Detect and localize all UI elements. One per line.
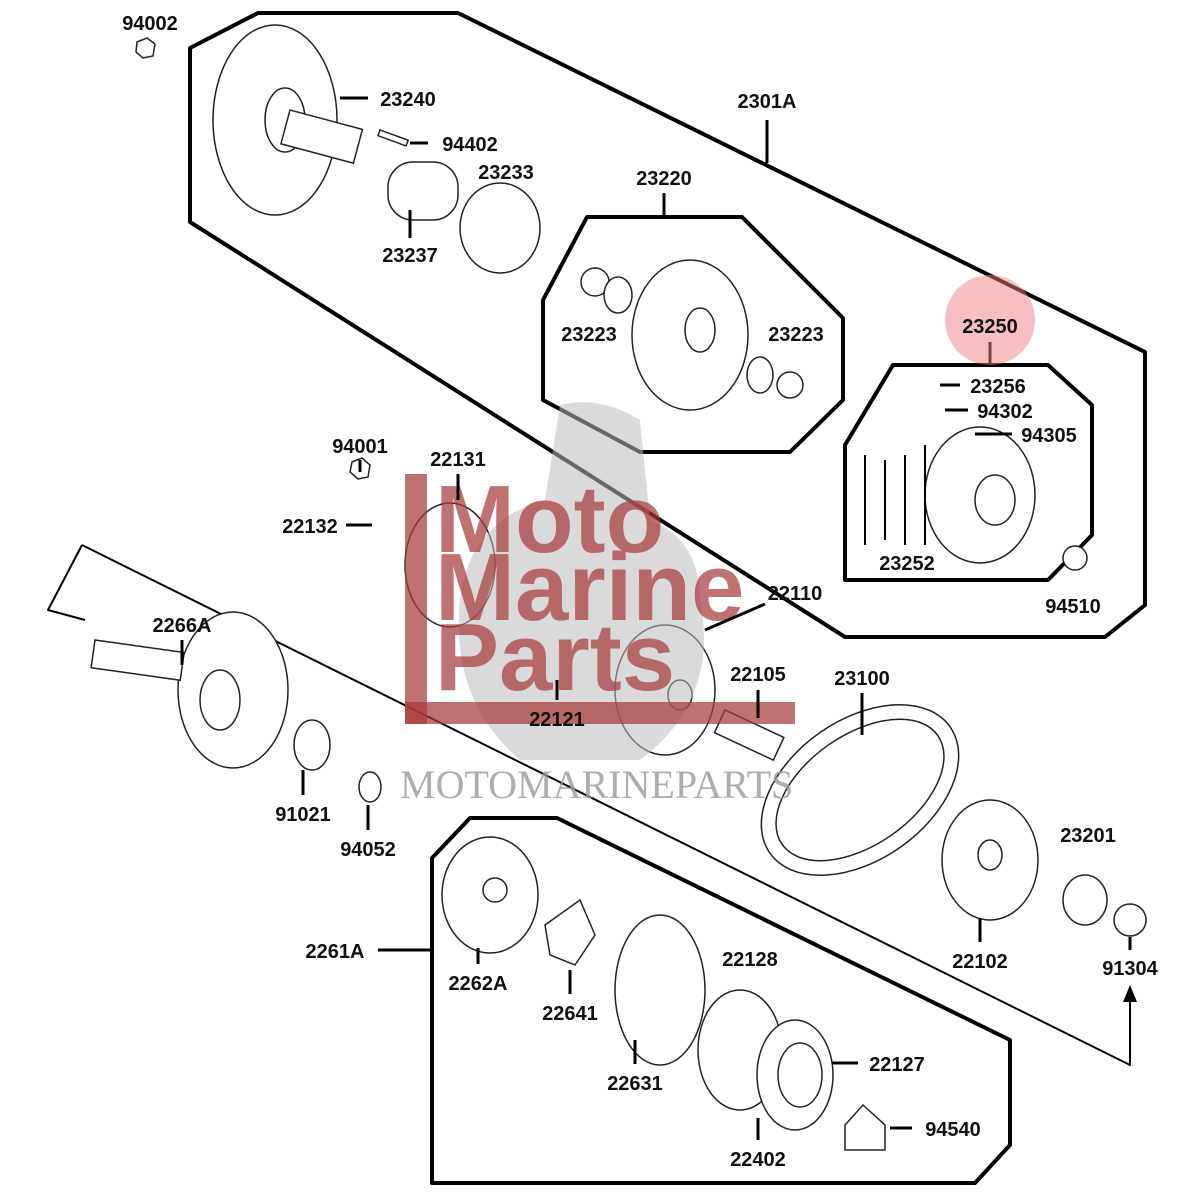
part-labels: 94002 23240 94402 23233 23237 2301A 2322…: [122, 13, 1158, 1171]
watermark-line-3: Parts: [435, 604, 675, 711]
part-label[interactable]: 91021: [275, 804, 331, 826]
watermark-line-2: Marine: [435, 534, 744, 641]
part-label[interactable]: 2301A: [738, 91, 797, 113]
part-label[interactable]: 2266A: [153, 615, 212, 637]
part-label[interactable]: 2262A: [449, 973, 508, 995]
part-label[interactable]: 94305: [1021, 425, 1077, 447]
part-label[interactable]: 23240: [380, 89, 436, 111]
part-label[interactable]: 23256: [970, 376, 1026, 398]
part-label[interactable]: 22110: [768, 583, 823, 605]
part-label[interactable]: 94302: [977, 401, 1033, 423]
part-label[interactable]: 22641: [542, 1003, 598, 1025]
part-label[interactable]: 22131: [430, 449, 486, 471]
watermark-line-1: Moto: [435, 466, 664, 573]
watermark-text: MOTOMARINEPARTS: [400, 762, 793, 807]
group-outline-2261a: [430, 816, 1012, 1185]
part-label-highlighted[interactable]: 23250: [962, 316, 1018, 338]
part-label[interactable]: 23201: [1060, 825, 1116, 847]
part-label[interactable]: 22631: [607, 1073, 663, 1095]
group-outline-2301a: [188, 11, 1147, 639]
part-drawings: [90, 24, 1147, 1151]
part-label[interactable]: 22121: [529, 709, 585, 731]
part-label[interactable]: 22402: [730, 1149, 786, 1171]
part-label[interactable]: 23233: [478, 162, 534, 184]
part-label[interactable]: 2261A: [306, 941, 365, 963]
arrow-up-icon: [1123, 985, 1137, 1002]
part-label[interactable]: 23220: [636, 168, 692, 190]
part-label[interactable]: 94002: [122, 13, 178, 35]
part-label[interactable]: 22127: [869, 1054, 925, 1076]
part-label[interactable]: 22105: [730, 664, 786, 686]
part-label[interactable]: 23223: [561, 324, 617, 346]
part-label[interactable]: 22102: [952, 951, 1008, 973]
part-label[interactable]: 94540: [925, 1119, 981, 1141]
part-label[interactable]: 91304: [1102, 958, 1158, 980]
part-label[interactable]: 23252: [879, 553, 935, 575]
part-label[interactable]: 94510: [1045, 596, 1101, 618]
part-label[interactable]: 23223: [768, 324, 824, 346]
part-label[interactable]: 94052: [340, 839, 396, 861]
group-outline-2266a-end: [47, 544, 86, 621]
part-label[interactable]: 94001: [332, 436, 388, 458]
part-label[interactable]: 23100: [834, 668, 890, 690]
part-label[interactable]: 23237: [382, 245, 438, 267]
part-label[interactable]: 94402: [442, 134, 498, 156]
part-label[interactable]: 22132: [282, 516, 338, 538]
highlight-circle: [945, 275, 1035, 365]
group-outline-23220: [541, 215, 845, 454]
watermark-logo: Moto Marine Parts MOTOMARINEPARTS: [400, 402, 795, 807]
part-label[interactable]: 22128: [722, 949, 778, 971]
